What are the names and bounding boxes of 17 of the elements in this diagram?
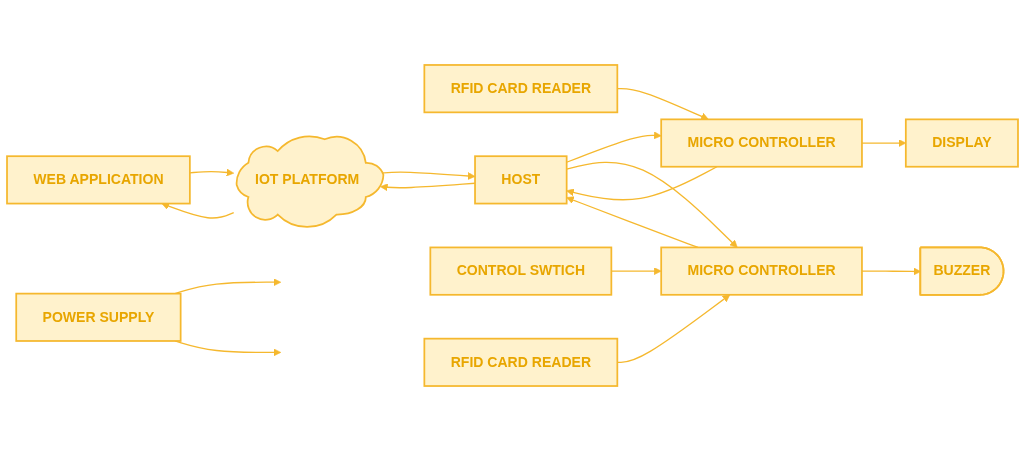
node-box: HOST — [474, 155, 568, 205]
node-box: RFID CARD READER — [423, 337, 619, 387]
arrow — [189, 168, 235, 177]
node-box: CONTROL SWTICH — [429, 246, 613, 296]
arrow — [174, 278, 282, 295]
node-box: RFID CARD READER — [423, 64, 619, 114]
arrow — [566, 196, 699, 249]
arrow — [566, 161, 738, 248]
node-box: WEB APPLICATION — [6, 155, 191, 205]
node-box: DISPLAY — [904, 118, 1019, 168]
arrow — [380, 182, 476, 192]
node-box: MICRO CONTROLLER — [660, 246, 863, 296]
node-box: MICRO CONTROLLER — [660, 118, 863, 168]
node-box: POWER SUPPLY — [15, 292, 182, 342]
arrow — [161, 202, 235, 219]
arrow — [566, 166, 718, 201]
arrow — [566, 131, 662, 163]
